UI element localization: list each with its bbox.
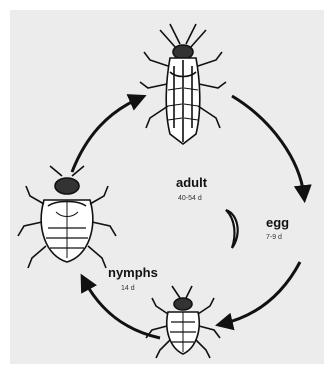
cycle-arrow-nymph-to-adult: [72, 98, 140, 172]
stage-duration-adult: 40-54 d: [178, 195, 202, 202]
stage-duration-egg: 7-9 d: [266, 234, 282, 241]
cycle-arrow-egg-to-nymph: [222, 262, 300, 324]
stage-label-adult: adult: [176, 176, 207, 189]
stage-label-egg: egg: [266, 216, 289, 229]
stage-duration-nymphs: 14 d: [121, 285, 135, 292]
stage-label-nymphs: nymphs: [108, 266, 158, 279]
older-nymph-insect-icon: [18, 166, 116, 268]
egg-icon: [226, 210, 238, 248]
cycle-arrow-adult-to-egg: [232, 96, 304, 196]
adult-insect-icon: [140, 24, 226, 144]
nymph-insect-icon: [146, 286, 220, 358]
